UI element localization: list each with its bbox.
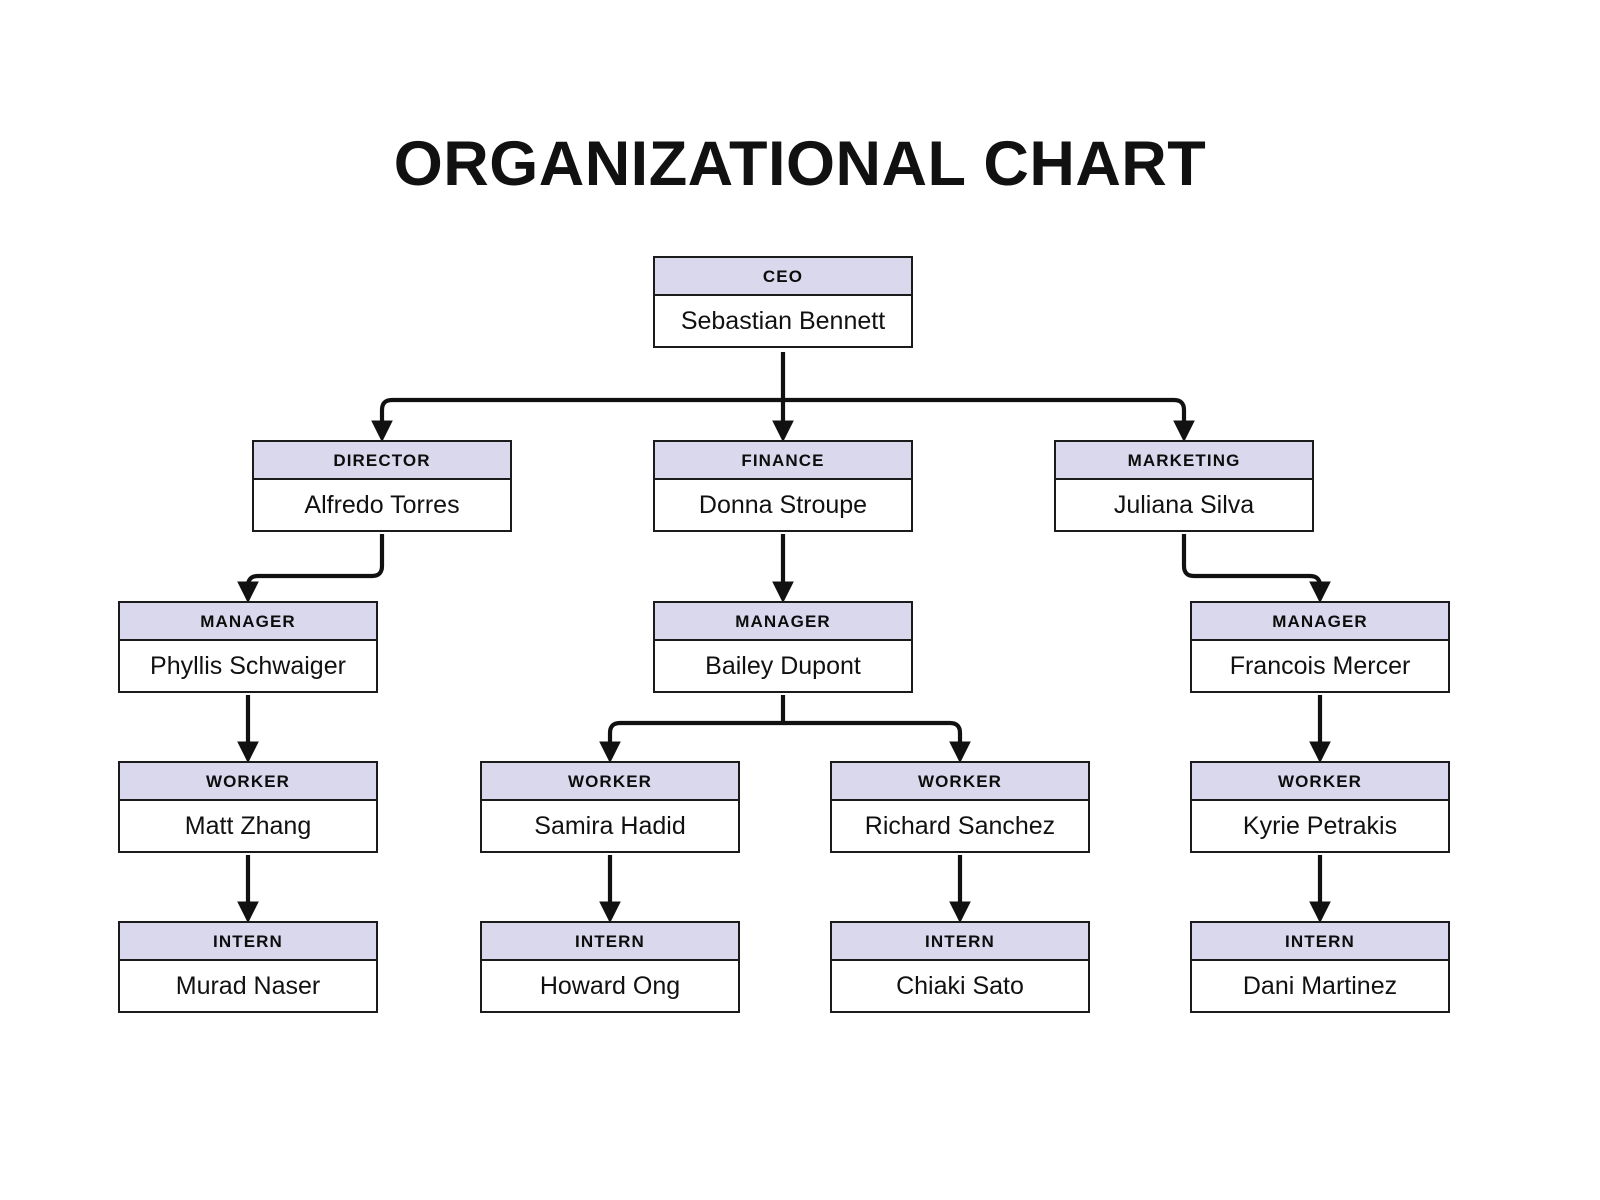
node-intern-4-name: Dani Martinez: [1192, 961, 1448, 1011]
node-worker-2[interactable]: WORKER Samira Hadid: [480, 761, 740, 853]
node-intern-2-name: Howard Ong: [482, 961, 738, 1011]
edge-marketing-manager-right: [1181, 534, 1331, 604]
node-worker-3[interactable]: WORKER Richard Sanchez: [830, 761, 1090, 853]
node-manager-left-role: MANAGER: [120, 603, 376, 641]
node-manager-center[interactable]: MANAGER Bailey Dupont: [653, 601, 913, 693]
edge-ceo-marketing: [783, 397, 1195, 443]
node-intern-3-role: INTERN: [832, 923, 1088, 961]
node-worker-2-name: Samira Hadid: [482, 801, 738, 851]
node-intern-1-role: INTERN: [120, 923, 376, 961]
node-worker-1[interactable]: WORKER Matt Zhang: [118, 761, 378, 853]
node-intern-4[interactable]: INTERN Dani Martinez: [1190, 921, 1450, 1013]
node-manager-left-name: Phyllis Schwaiger: [120, 641, 376, 691]
node-ceo-name: Sebastian Bennett: [655, 296, 911, 346]
node-intern-3-name: Chiaki Sato: [832, 961, 1088, 1011]
node-director-name: Alfredo Torres: [254, 480, 510, 530]
node-director-role: DIRECTOR: [254, 442, 510, 480]
node-intern-1-name: Murad Naser: [120, 961, 376, 1011]
node-manager-right[interactable]: MANAGER Francois Mercer: [1190, 601, 1450, 693]
edge-manager-center-worker-2: [599, 720, 783, 764]
node-finance[interactable]: FINANCE Donna Stroupe: [653, 440, 913, 532]
node-worker-1-name: Matt Zhang: [120, 801, 376, 851]
page-title: ORGANIZATIONAL CHART: [393, 129, 1207, 199]
node-worker-1-role: WORKER: [120, 763, 376, 801]
node-manager-right-name: Francois Mercer: [1192, 641, 1448, 691]
node-finance-name: Donna Stroupe: [655, 480, 911, 530]
node-ceo-role: CEO: [655, 258, 911, 296]
node-manager-right-role: MANAGER: [1192, 603, 1448, 641]
node-marketing-role: MARKETING: [1056, 442, 1312, 480]
node-ceo[interactable]: CEO Sebastian Bennett: [653, 256, 913, 348]
node-worker-3-name: Richard Sanchez: [832, 801, 1088, 851]
node-finance-role: FINANCE: [655, 442, 911, 480]
edge-manager-center-worker-3: [783, 720, 971, 764]
node-marketing[interactable]: MARKETING Juliana Silva: [1054, 440, 1314, 532]
node-director[interactable]: DIRECTOR Alfredo Torres: [252, 440, 512, 532]
node-manager-center-role: MANAGER: [655, 603, 911, 641]
node-manager-left[interactable]: MANAGER Phyllis Schwaiger: [118, 601, 378, 693]
edge-director-manager-left: [237, 534, 385, 604]
node-marketing-name: Juliana Silva: [1056, 480, 1312, 530]
edge-ceo-director: [371, 397, 783, 443]
node-worker-3-role: WORKER: [832, 763, 1088, 801]
node-intern-2[interactable]: INTERN Howard Ong: [480, 921, 740, 1013]
node-worker-4-name: Kyrie Petrakis: [1192, 801, 1448, 851]
node-intern-1[interactable]: INTERN Murad Naser: [118, 921, 378, 1013]
node-intern-2-role: INTERN: [482, 923, 738, 961]
node-intern-4-role: INTERN: [1192, 923, 1448, 961]
node-manager-center-name: Bailey Dupont: [655, 641, 911, 691]
node-worker-4[interactable]: WORKER Kyrie Petrakis: [1190, 761, 1450, 853]
node-intern-3[interactable]: INTERN Chiaki Sato: [830, 921, 1090, 1013]
node-worker-4-role: WORKER: [1192, 763, 1448, 801]
node-worker-2-role: WORKER: [482, 763, 738, 801]
